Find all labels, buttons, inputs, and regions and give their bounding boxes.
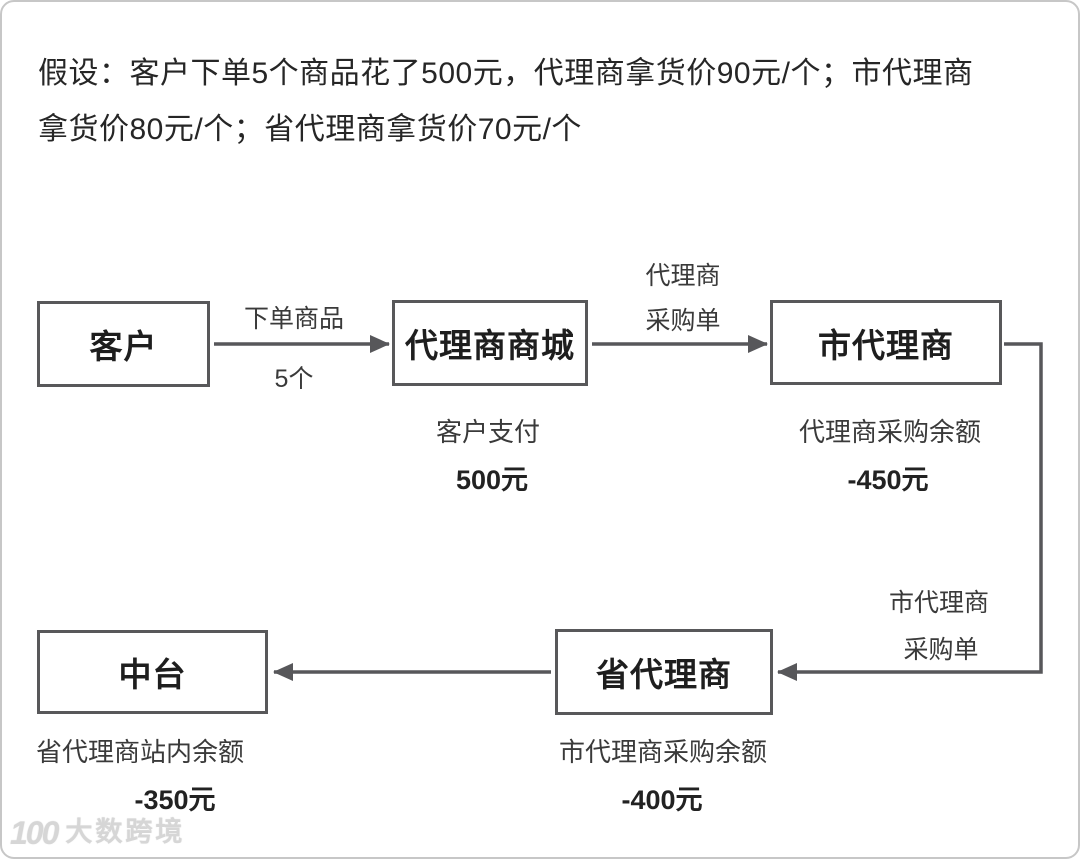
assumption-line-1: 假设：客户下单5个商品花了500元，代理商拿货价90元/个；市代理商 bbox=[38, 57, 974, 90]
edge-label-city-po-line1: 市代理商 bbox=[888, 589, 989, 617]
amount-agent-purchase-balance: -450元 bbox=[847, 465, 929, 495]
edge-label-order-quantity: 5个 bbox=[274, 365, 314, 393]
amount-city-agent-purchase-balance: -400元 bbox=[621, 785, 703, 815]
caption-city-agent-purchase-balance: 市代理商采购余额 bbox=[558, 737, 767, 767]
caption-province-agent-site-balance: 省代理商站内余额 bbox=[35, 737, 244, 767]
assumption-text: 假设：客户下单5个商品花了500元，代理商拿货价90元/个；市代理商 拿货价80… bbox=[38, 46, 1048, 158]
flow-node-label: 中台 bbox=[118, 656, 187, 693]
flow-node-city-agent: 市代理商 bbox=[770, 300, 1002, 385]
flow-node-middle-platform: 中台 bbox=[37, 630, 268, 714]
watermark-logo-icon: 100 bbox=[10, 815, 59, 851]
caption-customer-payment: 客户支付 bbox=[435, 417, 540, 447]
flow-node-province-agent: 省代理商 bbox=[555, 629, 773, 715]
edge-label-city-po-line2: 采购单 bbox=[903, 636, 979, 664]
flow-node-label: 省代理商 bbox=[596, 656, 732, 693]
flow-node-label: 市代理商 bbox=[818, 326, 954, 364]
amount-customer-payment: 500元 bbox=[455, 465, 529, 495]
flow-node-agent-mall: 代理商商城 bbox=[392, 300, 588, 386]
flow-node-label: 代理商商城 bbox=[405, 327, 575, 364]
amount-province-agent-site-balance: -350元 bbox=[134, 785, 216, 815]
edge-label-agent-po-line2: 采购单 bbox=[645, 307, 721, 335]
flow-node-label: 客户 bbox=[89, 328, 158, 365]
edge-label-agent-po-line1: 代理商 bbox=[645, 262, 721, 290]
caption-agent-purchase-balance: 代理商采购余额 bbox=[798, 417, 981, 447]
edge-label-order-goods: 下单商品 bbox=[243, 305, 344, 333]
assumption-line-2: 拿货价80元/个；省代理商拿货价70元/个 bbox=[38, 113, 582, 146]
flow-node-customer: 客户 bbox=[37, 301, 210, 387]
watermark-brand-text: 大数跨境 bbox=[65, 817, 186, 847]
watermark: 100 大数跨境 bbox=[10, 815, 186, 851]
